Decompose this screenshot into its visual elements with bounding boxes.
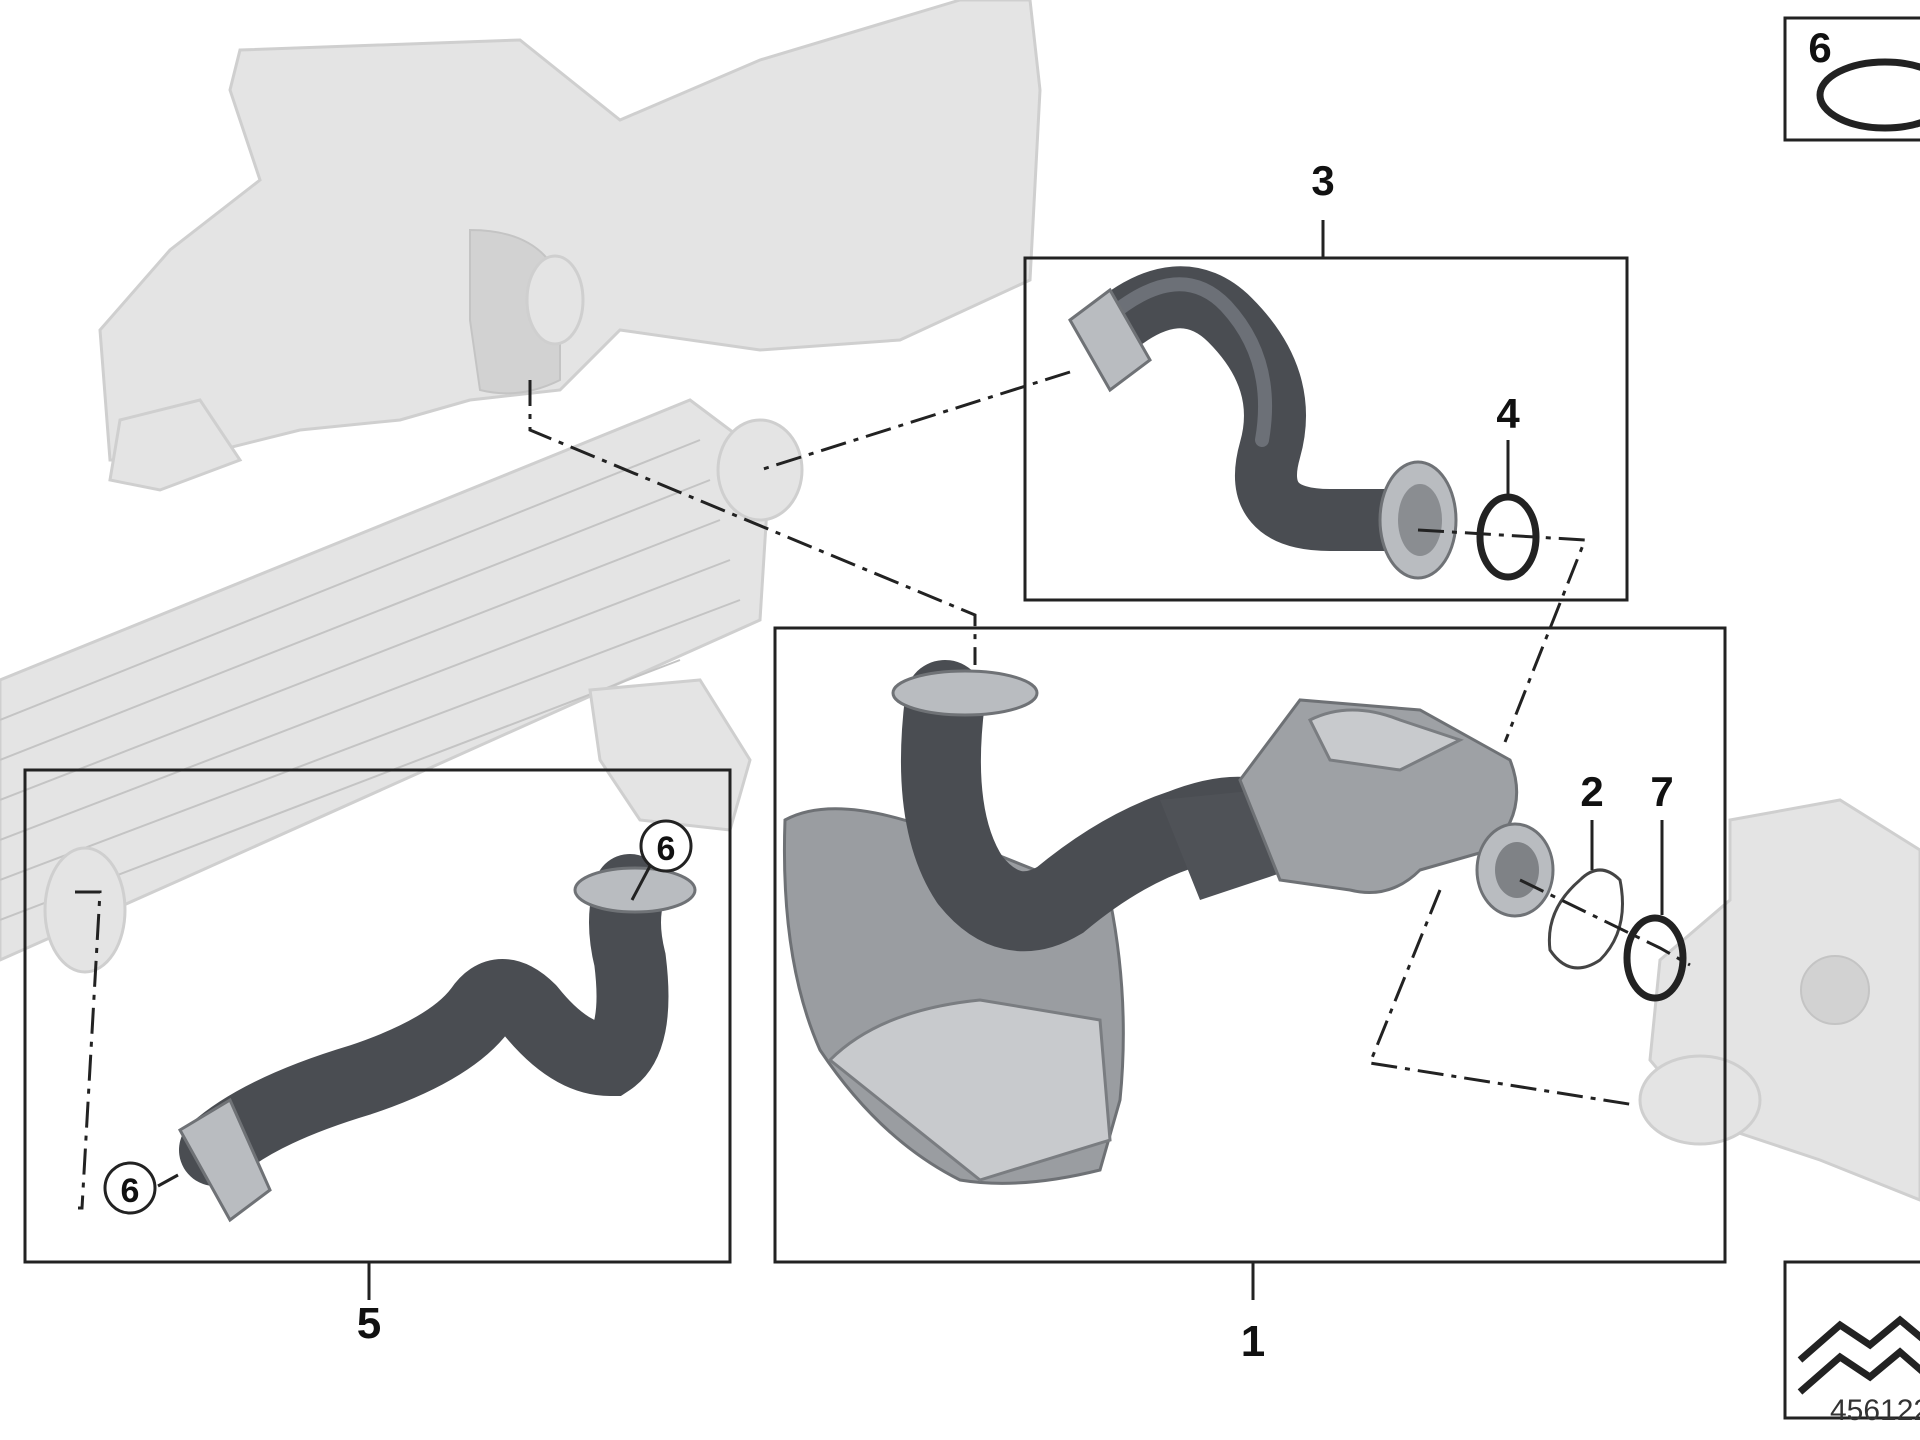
spring-clip-part-2 bbox=[1547, 868, 1624, 970]
ghost-turbocharger bbox=[1638, 798, 1920, 1202]
circled-callout-frame bbox=[639, 819, 693, 873]
circled-callout-part-6-top: 6 bbox=[657, 830, 676, 868]
callout-part-7: 7 bbox=[1650, 768, 1673, 815]
ghost-intake-manifold bbox=[98, 0, 1042, 492]
callout-part-4: 4 bbox=[1496, 390, 1520, 437]
circled-callout-part-6-bottom: 6 bbox=[121, 1172, 140, 1210]
o-ring-part-7 bbox=[1623, 914, 1687, 1002]
legend-label-part-6: 6 bbox=[1808, 24, 1831, 71]
callout-part-5: 5 bbox=[357, 1299, 381, 1348]
hose-part-3 bbox=[1068, 266, 1458, 580]
o-ring-icon bbox=[1816, 58, 1920, 132]
frame-part-1 bbox=[773, 626, 1727, 1264]
callout-part-3: 3 bbox=[1311, 157, 1334, 204]
callout-part-2: 2 bbox=[1580, 768, 1603, 815]
legend-box-part-6: 6 bbox=[1783, 16, 1920, 142]
diagram-number: 456122 bbox=[1830, 1394, 1920, 1427]
frame-part-3 bbox=[1023, 256, 1629, 602]
callout-part-1: 1 bbox=[1241, 1317, 1265, 1366]
diagram-arrow-icon bbox=[1783, 1260, 1920, 1420]
circled-callout-frame bbox=[103, 1161, 157, 1215]
ghost-intercooler bbox=[0, 398, 804, 974]
frame-part-5 bbox=[23, 768, 732, 1264]
hose-part-5 bbox=[177, 854, 697, 1223]
intake-assembly-part-1 bbox=[782, 660, 1555, 1185]
